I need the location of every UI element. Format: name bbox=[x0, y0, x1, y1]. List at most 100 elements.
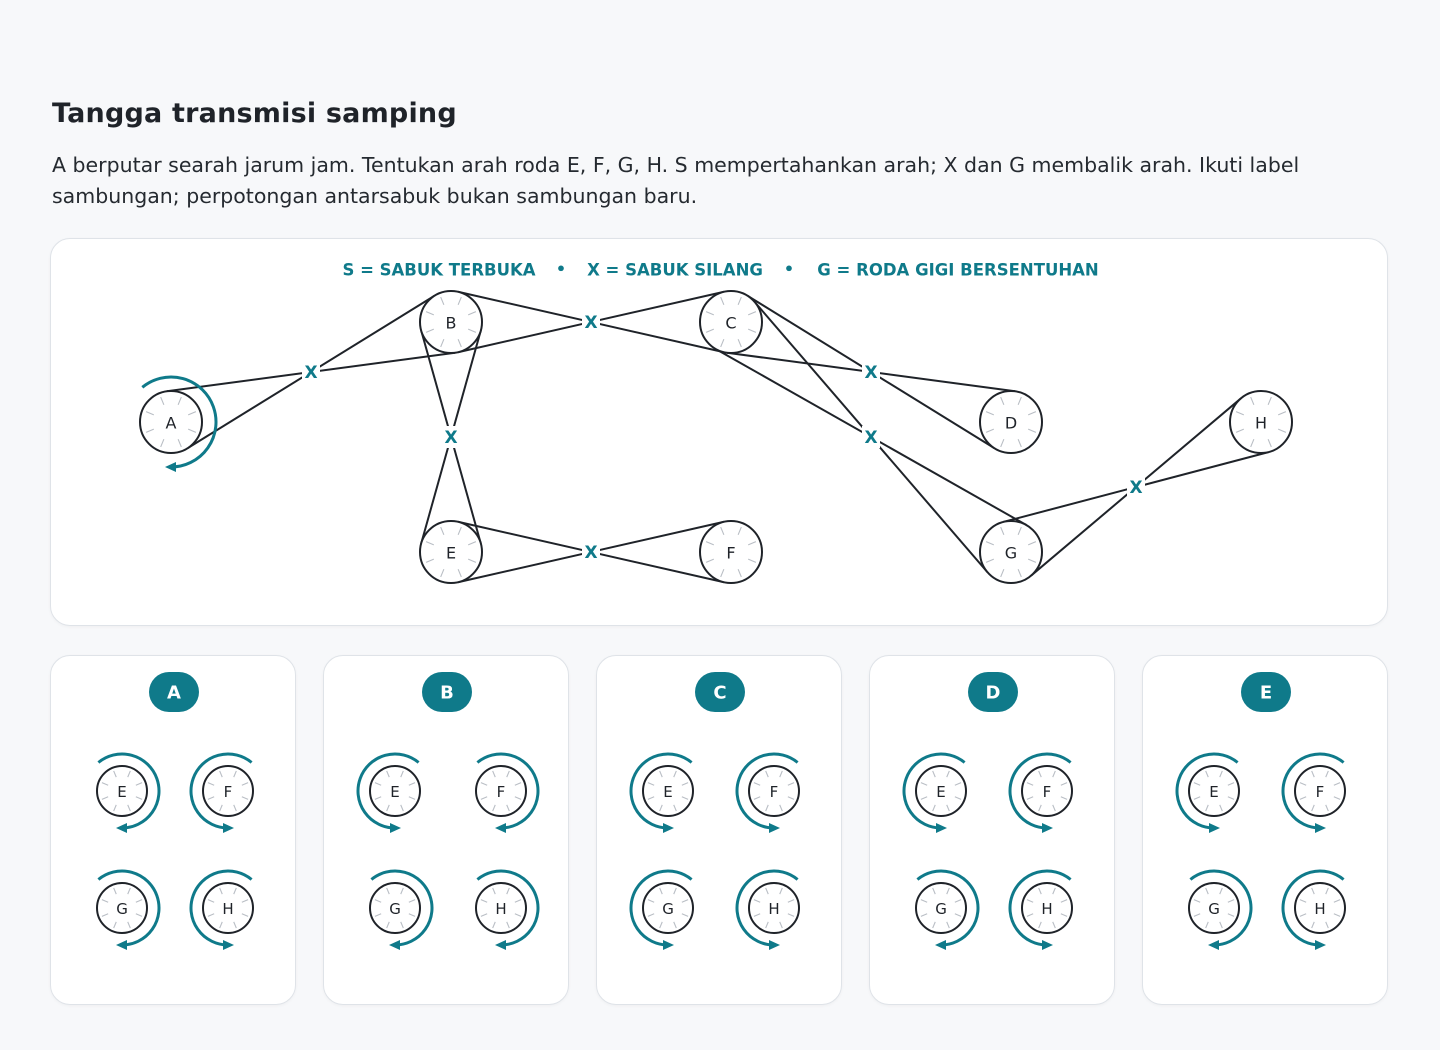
answer-arrow-f bbox=[1281, 752, 1345, 833]
belt-c-g: X bbox=[715, 301, 1027, 573]
wheel-tick bbox=[920, 899, 928, 903]
wheel-rim bbox=[475, 882, 527, 934]
wheel-tick bbox=[1205, 804, 1209, 812]
answer-wheel-e: E bbox=[642, 765, 694, 817]
belt-type-label: X bbox=[864, 428, 877, 448]
wheel-tick bbox=[1000, 568, 1005, 578]
wheel-tick bbox=[233, 804, 237, 812]
wheel-g: G bbox=[979, 520, 1043, 584]
wheel-tick bbox=[425, 311, 435, 316]
answer-wheel-e: E bbox=[369, 765, 421, 817]
wheel-tick bbox=[135, 899, 143, 903]
wheel-tick bbox=[492, 770, 496, 778]
wheel-label: F bbox=[224, 783, 233, 801]
answer-arrow-h bbox=[735, 869, 799, 950]
belt-label-bg bbox=[862, 361, 880, 383]
rotation-arrowhead bbox=[935, 940, 946, 950]
wheel-f: F bbox=[699, 520, 763, 584]
wheel-tick bbox=[737, 526, 742, 536]
wheel-tick bbox=[457, 526, 462, 536]
belt-label-bg bbox=[302, 361, 320, 383]
option-letter: A bbox=[167, 683, 181, 704]
wheel-tick bbox=[1205, 921, 1209, 929]
wheel-tick bbox=[233, 921, 237, 929]
rotation-arrowhead bbox=[769, 823, 780, 833]
wheel-tick bbox=[187, 411, 197, 416]
wheel-tick bbox=[506, 770, 510, 778]
wheel-label: B bbox=[446, 314, 457, 333]
belt-label-bg bbox=[582, 311, 600, 333]
wheel-tick bbox=[400, 887, 404, 895]
wheel-tick bbox=[659, 887, 663, 895]
rotation-arc bbox=[189, 869, 253, 947]
wheel-tick bbox=[177, 438, 182, 448]
wheel-tick bbox=[492, 804, 496, 812]
wheel-rim bbox=[699, 290, 763, 354]
wheel-tick bbox=[127, 921, 131, 929]
rotation-arc bbox=[629, 752, 693, 830]
wheel-rim bbox=[202, 882, 254, 934]
answer-arrow-h bbox=[1281, 869, 1345, 950]
wheel-tick bbox=[457, 568, 462, 578]
wheel-tick bbox=[440, 338, 445, 348]
wheel-tick bbox=[1219, 921, 1223, 929]
wheel-tick bbox=[1250, 396, 1255, 406]
wheel-tick bbox=[408, 796, 416, 800]
wheel-tick bbox=[1038, 804, 1042, 812]
wheel-tick bbox=[753, 796, 761, 800]
wheel-tick bbox=[1026, 782, 1034, 786]
wheel-tick bbox=[219, 804, 223, 812]
wheel-tick bbox=[946, 804, 950, 812]
wheel-label: H bbox=[495, 900, 506, 918]
wheel-tick bbox=[467, 328, 477, 333]
wheel-tick bbox=[1219, 770, 1223, 778]
rotation-arc bbox=[735, 752, 799, 830]
wheel-label: H bbox=[1314, 900, 1325, 918]
wheel-label: H bbox=[768, 900, 779, 918]
wheel-tick bbox=[101, 913, 109, 917]
wheel-tick bbox=[779, 770, 783, 778]
wheel-tick bbox=[720, 338, 725, 348]
wheel-tick bbox=[492, 887, 496, 895]
wheel-label: G bbox=[1208, 900, 1220, 918]
wheel-tick bbox=[985, 411, 995, 416]
answer-wheel-h: H bbox=[202, 882, 254, 934]
wheel-tick bbox=[101, 796, 109, 800]
wheel-tick bbox=[457, 296, 462, 306]
wheel-tick bbox=[1060, 796, 1068, 800]
wheel-label: F bbox=[726, 544, 735, 563]
wheel-tick bbox=[135, 913, 143, 917]
answer-wheel-f: F bbox=[748, 765, 800, 817]
wheel-tick bbox=[747, 558, 757, 563]
wheel-tick bbox=[1311, 921, 1315, 929]
option-letter: B bbox=[440, 683, 454, 704]
answer-wheel-e: E bbox=[1188, 765, 1240, 817]
wheel-tick bbox=[1017, 568, 1022, 578]
rotation-arrowhead bbox=[769, 940, 780, 950]
wheel-tick bbox=[408, 899, 416, 903]
wheel-tick bbox=[765, 921, 769, 929]
wheel-tick bbox=[787, 782, 795, 786]
wheel-tick bbox=[1219, 804, 1223, 812]
answer-wheel-g: G bbox=[96, 882, 148, 934]
rotation-arrowhead bbox=[116, 823, 127, 833]
wheel-tick bbox=[787, 796, 795, 800]
wheel-tick bbox=[514, 899, 522, 903]
answer-wheel-g: G bbox=[369, 882, 421, 934]
wheel-tick bbox=[747, 311, 757, 316]
wheel-label: F bbox=[497, 783, 506, 801]
wheel-tick bbox=[374, 796, 382, 800]
option-card-b[interactable]: B E F G H bbox=[323, 655, 569, 1005]
rotation-arc bbox=[1008, 752, 1072, 830]
rotation-arc bbox=[1281, 752, 1345, 830]
wheel-tick bbox=[400, 770, 404, 778]
rotation-arc bbox=[916, 869, 980, 947]
belt-type-label: X bbox=[444, 428, 457, 448]
wheel-tick bbox=[135, 796, 143, 800]
wheel-tick bbox=[207, 796, 215, 800]
rotation-arc bbox=[97, 869, 161, 947]
